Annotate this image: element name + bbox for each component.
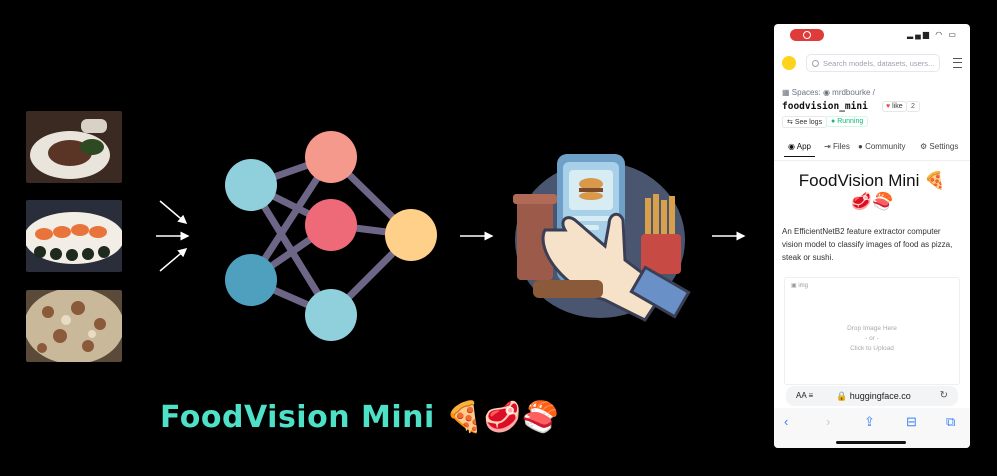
search-icon (812, 60, 819, 67)
repo-name[interactable]: foodvision_mini (782, 101, 868, 112)
steak-photo (26, 111, 122, 183)
sleeve-graphic (629, 265, 691, 319)
like-label: like (892, 103, 903, 110)
search-placeholder: Search models, datasets, users... (823, 59, 935, 68)
upload-label: ▣ img (791, 282, 808, 289)
spaces-label: Spaces: (791, 88, 821, 97)
input-arrows (156, 200, 190, 272)
spaces-icon: ▦ (782, 88, 790, 97)
heart-icon: ♥ (886, 103, 891, 110)
bookmarks-icon[interactable]: ⊟ (906, 414, 917, 429)
like-count[interactable]: 2 (906, 101, 920, 112)
app-title: FoodVision Mini 🍕 🥩🍣 (774, 170, 970, 212)
sushi-photo (26, 200, 122, 272)
see-logs-button[interactable]: ⇆ See logs (782, 116, 828, 128)
reader-icon: ≡ (808, 391, 814, 400)
url-display: 🔒 huggingface.co (836, 391, 911, 402)
tabs-icon[interactable]: ⧉ (946, 414, 956, 429)
pizza-photo (26, 290, 122, 362)
phone-screenshot: ▂▄▆ ◠ ▭ Search models, datasets, users..… (774, 24, 970, 448)
arrow-3 (159, 248, 188, 272)
hidden-node-1 (305, 131, 357, 183)
share-icon[interactable]: ⇪ (864, 414, 875, 429)
arrow-1 (159, 200, 188, 224)
app-title-emojis: 🥩🍣 (850, 192, 894, 211)
reload-icon[interactable]: ↻ (939, 390, 948, 401)
image-upload-area[interactable]: ▣ img Drop Image Here - or - Click to Up… (784, 277, 960, 385)
hugging-face-logo-icon[interactable] (782, 56, 796, 70)
or-text: - or - (865, 335, 879, 342)
app-description: An EfficientNetB2 feature extractor comp… (782, 227, 953, 262)
forward-icon[interactable]: › (826, 414, 831, 429)
mobile-app-illustration (513, 154, 691, 322)
files-tab-icon: ⇥ (824, 142, 831, 151)
signal-wifi-battery-icon: ▂▄▆ ◠ ▭ (907, 30, 958, 39)
recording-indicator-icon (790, 29, 824, 41)
fries-icon (645, 194, 675, 238)
gear-icon: ⚙ (920, 142, 928, 151)
logs-icon: ⇆ (787, 119, 793, 126)
image-icon: ▣ (791, 283, 797, 289)
menu-icon[interactable] (953, 58, 962, 68)
lock-icon: 🔒 (836, 391, 848, 401)
community-tab-icon: ● (858, 142, 863, 151)
input-node-1 (225, 159, 277, 211)
home-indicator (836, 441, 906, 444)
text-size-label: AA (796, 391, 807, 400)
browser-toolbar: ‹ › ⇪ ⊟ ⧉ (774, 408, 970, 448)
tab-settings[interactable]: ⚙ Settings (920, 142, 958, 151)
drink-cup (517, 200, 553, 280)
see-logs-label: See logs (794, 119, 823, 126)
sushi-image (26, 200, 122, 272)
text-size-button[interactable]: AA ≡ (796, 391, 813, 400)
arrow-to-app (460, 231, 494, 241)
tab-files-label: Files (832, 142, 850, 151)
diagram-title-text: FoodVision Mini (160, 400, 435, 435)
food-emojis: 🍕🥩🍣 (445, 400, 560, 435)
breadcrumb: ▦ Spaces: ◉ mrdbourke / (782, 88, 875, 97)
address-bar[interactable]: AA ≡ 🔒 huggingface.co ↻ (786, 386, 958, 406)
tab-community-label: Community (865, 142, 906, 151)
status-label: Running (837, 118, 864, 125)
tab-community[interactable]: ● Community (858, 142, 906, 151)
diagram-title: FoodVision Mini 🍕🥩🍣 (160, 400, 559, 435)
back-icon[interactable]: ‹ (784, 414, 789, 429)
status-bar: ▂▄▆ ◠ ▭ (774, 24, 970, 46)
app-tab-icon: ◉ (788, 142, 795, 151)
tab-files[interactable]: ⇥ Files (824, 142, 850, 151)
owner-avatar-icon: ◉ (822, 88, 830, 97)
search-input[interactable]: Search models, datasets, users... (806, 54, 940, 72)
url-text: huggingface.co (849, 391, 911, 401)
tab-settings-label: Settings (929, 142, 959, 151)
drop-text: Drop Image Here (847, 325, 897, 332)
app-title-text: FoodVision Mini 🍕 (798, 171, 946, 190)
upload-label-text: img (798, 283, 809, 289)
breadcrumb-separator: / (872, 88, 875, 97)
owner-link[interactable]: mrdbourke (832, 88, 871, 97)
tab-app-label: App (796, 142, 811, 151)
drop-instructions: Drop Image Here - or - Click to Upload (785, 324, 959, 354)
steak-image (26, 111, 122, 183)
hf-navbar: Search models, datasets, users... (782, 54, 962, 74)
pizza-image (26, 290, 122, 362)
burger-icon (579, 178, 603, 190)
click-to-upload[interactable]: Click to Upload (850, 345, 894, 352)
input-node-2 (225, 254, 277, 306)
tab-app[interactable]: ◉ App (784, 142, 815, 157)
output-node (385, 209, 437, 261)
neural-network (225, 131, 437, 341)
hidden-node-2 (305, 199, 357, 251)
like-button[interactable]: ♥ like (882, 101, 907, 112)
arrow-to-phone (712, 231, 746, 241)
hidden-node-3 (305, 289, 357, 341)
status-badge: ● Running (826, 116, 869, 127)
space-tabs: ◉ App ⇥ Files ● Community ⚙ Settings (774, 138, 970, 161)
